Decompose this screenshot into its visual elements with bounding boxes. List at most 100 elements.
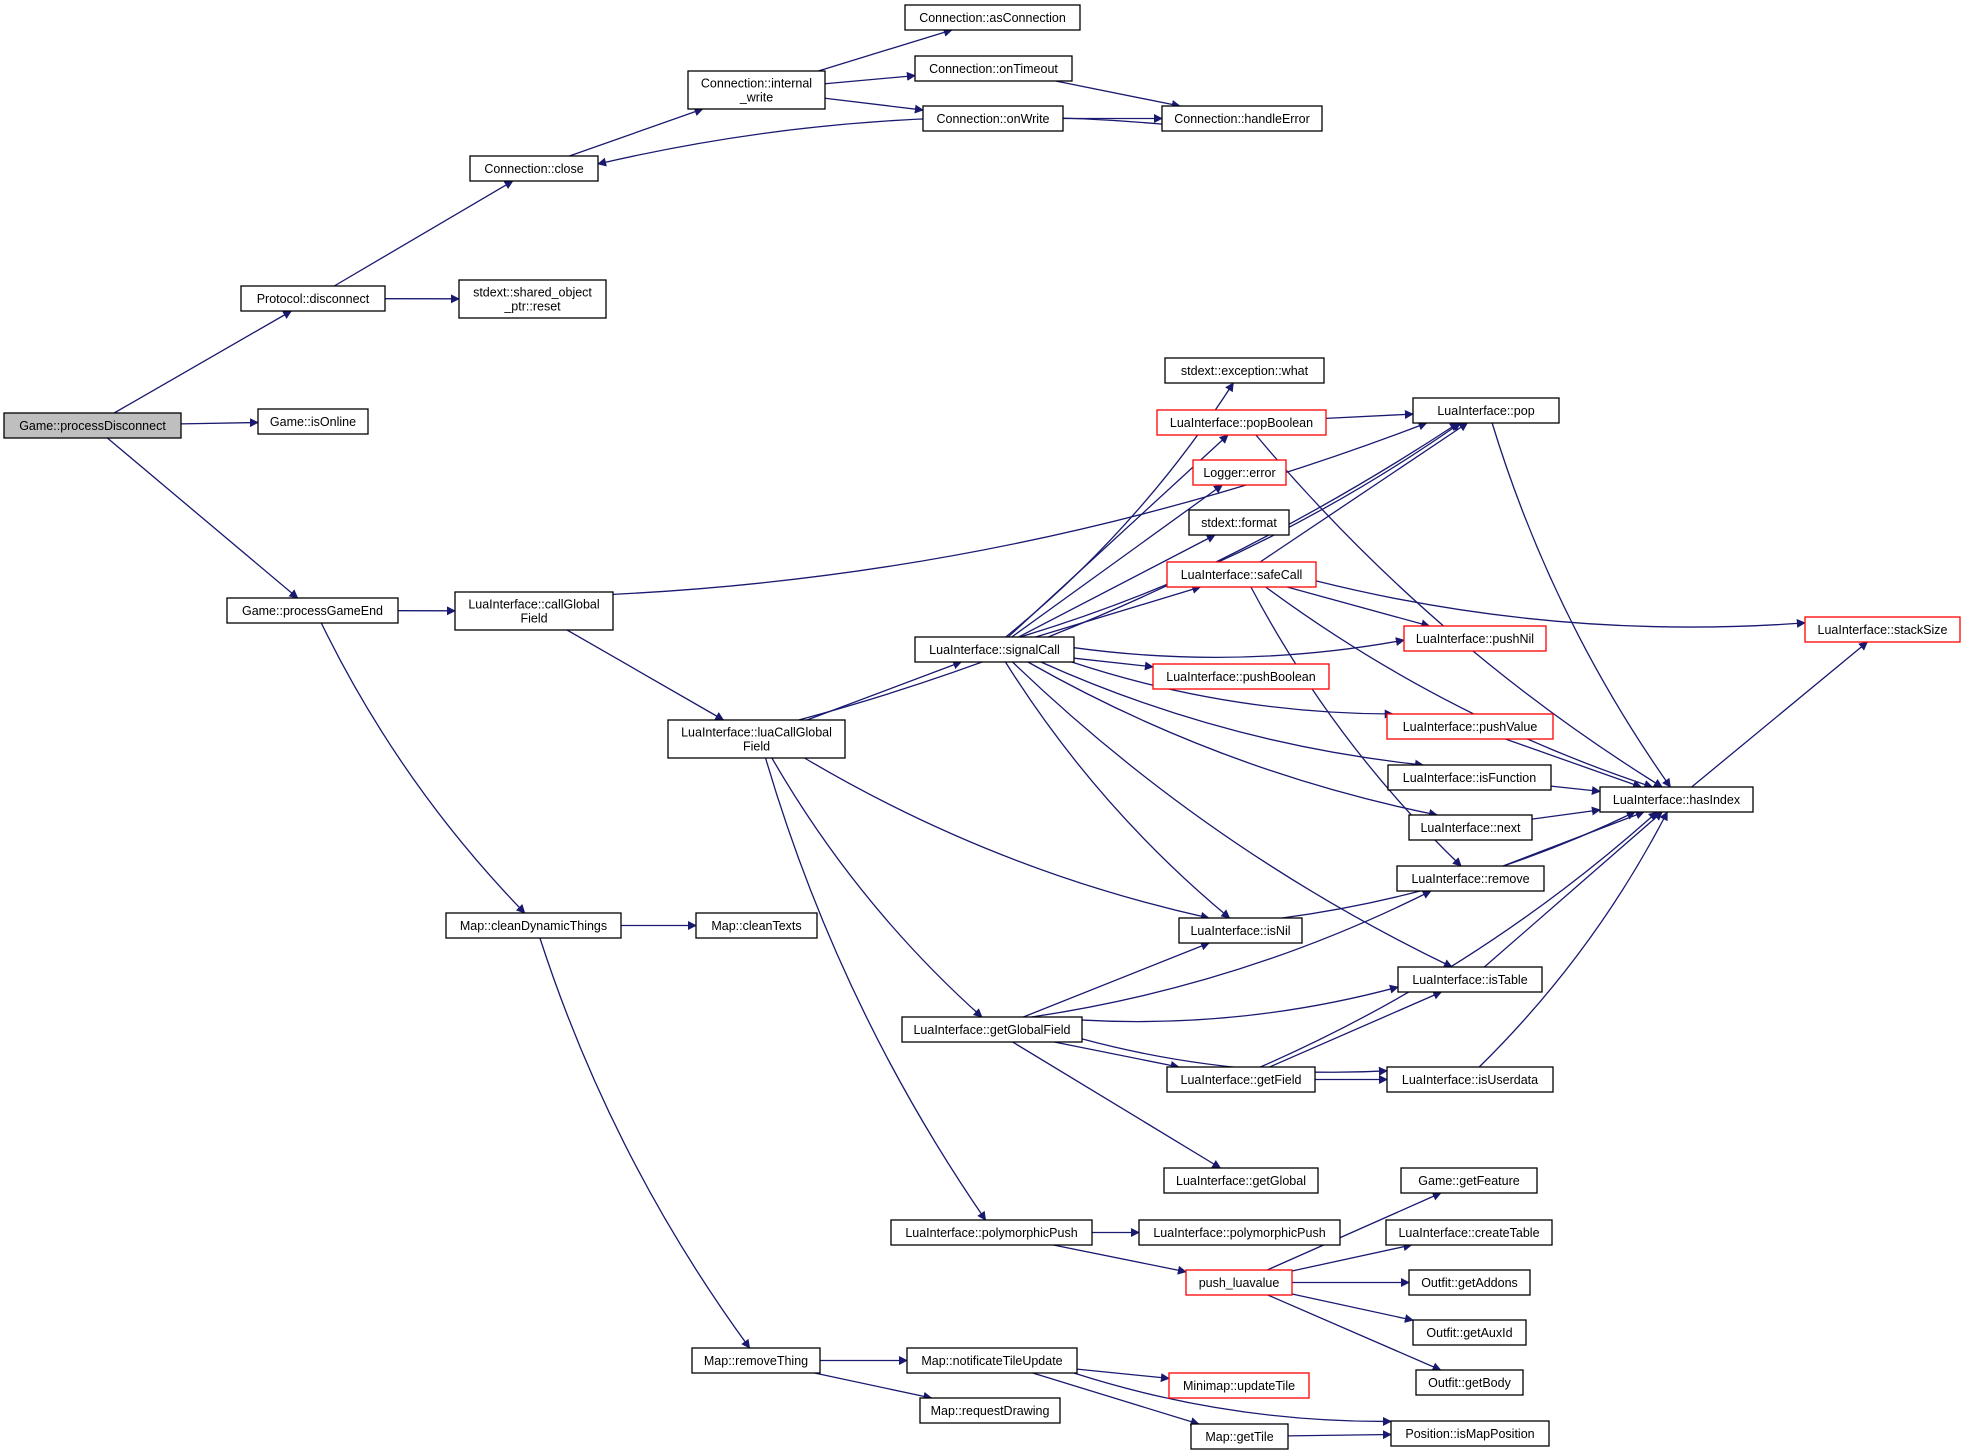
edge-push_luavalue-to-lua_createTable — [1291, 1242, 1413, 1272]
node-map-requestDrawing[interactable]: Map::requestDrawing — [919, 1397, 1061, 1424]
node-box — [454, 591, 614, 631]
node-connection-internal-write[interactable]: Connection::internal_write — [687, 70, 826, 110]
node-game-isOnline[interactable]: Game::isOnline — [257, 408, 369, 435]
node-connection-handleError[interactable]: Connection::handleError — [1161, 105, 1323, 132]
edge-lua_getField-to-lua_hasIndex — [1260, 811, 1658, 1068]
node-label: LuaInterface::callGlobal — [468, 598, 599, 612]
node-box — [695, 912, 818, 939]
node-label: LuaInterface::isFunction — [1403, 771, 1536, 785]
node-map-notificateTileUpdate[interactable]: Map::notificateTileUpdate — [906, 1347, 1078, 1374]
node-lua-safeCall[interactable]: LuaInterface::safeCall — [1166, 561, 1317, 588]
edge-game_processDisconnect-to-protocol_disconnect — [113, 310, 293, 414]
node-label: LuaInterface::createTable — [1398, 1226, 1539, 1240]
node-map-cleanTexts[interactable]: Map::cleanTexts — [695, 912, 818, 939]
edge-connection_close-to-connection_internal_write — [569, 107, 704, 157]
node-label: Minimap::updateTile — [1183, 1379, 1295, 1393]
node-label: Game::processDisconnect — [19, 419, 166, 433]
node-label: LuaInterface::signalCall — [929, 643, 1060, 657]
node-outfit-getAuxId[interactable]: Outfit::getAuxId — [1412, 1319, 1527, 1346]
node-box — [901, 1016, 1083, 1043]
node-label: Connection::handleError — [1174, 112, 1310, 126]
node-lua-pushNil[interactable]: LuaInterface::pushNil — [1403, 625, 1547, 652]
node-box — [1396, 865, 1545, 892]
node-lua-isFunction[interactable]: LuaInterface::isFunction — [1387, 764, 1552, 791]
edge-lua_next-to-lua_hasIndex — [1531, 806, 1601, 820]
edge-lua_callGlobalField-to-lua_luaCallGlobalField — [566, 629, 725, 721]
node-protocol-disconnect[interactable]: Protocol::disconnect — [240, 285, 386, 312]
node-outfit-getAddons[interactable]: Outfit::getAddons — [1408, 1269, 1531, 1296]
node-lua-hasIndex[interactable]: LuaInterface::hasIndex — [1599, 786, 1754, 813]
node-connection-asConnection[interactable]: Connection::asConnection — [904, 4, 1081, 31]
edge-map_getTile-to-position_isMapPosition — [1287, 1430, 1392, 1440]
node-label: Game::isOnline — [270, 415, 356, 429]
node-label: LuaInterface::luaCallGlobal — [681, 726, 832, 740]
node-box — [1397, 966, 1543, 993]
node-game-processGameEnd[interactable]: Game::processGameEnd — [226, 597, 399, 624]
edge-connection_internal_write-to-connection_onWrite — [824, 97, 924, 114]
node-minimap-updateTile[interactable]: Minimap::updateTile — [1168, 1372, 1310, 1399]
node-lua-isTable[interactable]: LuaInterface::isTable — [1397, 966, 1543, 993]
node-lua-signalCall[interactable]: LuaInterface::signalCall — [914, 636, 1075, 663]
node-push-luavalue[interactable]: push_luavalue — [1185, 1269, 1293, 1296]
node-lua-isNil[interactable]: LuaInterface::isNil — [1178, 917, 1303, 944]
node-label: Logger::error — [1203, 466, 1275, 480]
node-lua-remove[interactable]: LuaInterface::remove — [1396, 865, 1545, 892]
node-box — [3, 412, 182, 439]
node-map-getTile[interactable]: Map::getTile — [1190, 1423, 1289, 1450]
node-connection-close[interactable]: Connection::close — [469, 155, 599, 182]
node-outfit-getBody[interactable]: Outfit::getBody — [1415, 1369, 1524, 1396]
node-lua-pop[interactable]: LuaInterface::pop — [1412, 397, 1560, 424]
edge-lua_signalCall-to-lua_next — [1027, 661, 1438, 818]
node-box — [1390, 1420, 1550, 1447]
node-lua-createTable[interactable]: LuaInterface::createTable — [1385, 1219, 1553, 1246]
node-label: stdext::shared_object — [473, 286, 592, 300]
node-box — [906, 1347, 1078, 1374]
node-box — [1163, 1167, 1319, 1194]
node-stdext-exception-what[interactable]: stdext::exception::what — [1164, 357, 1325, 384]
node-label: LuaInterface::isUserdata — [1402, 1073, 1538, 1087]
node-game-getFeature[interactable]: Game::getFeature — [1400, 1167, 1538, 1194]
node-shared-object-reset[interactable]: stdext::shared_object_ptr::reset — [458, 279, 607, 319]
node-lua-getGlobal[interactable]: LuaInterface::getGlobal — [1163, 1167, 1319, 1194]
node-logger-error[interactable]: Logger::error — [1192, 459, 1287, 486]
edge-protocol_disconnect-to-connection_close — [333, 180, 514, 287]
node-lua-popBoolean[interactable]: LuaInterface::popBoolean — [1156, 409, 1327, 436]
node-label: Map::cleanTexts — [711, 919, 801, 933]
node-stdext-format[interactable]: stdext::format — [1188, 509, 1290, 536]
node-label: Map::notificateTileUpdate — [921, 1354, 1062, 1368]
node-game-processDisconnect[interactable]: Game::processDisconnect — [3, 412, 182, 439]
edge-lua_isUserdata-to-lua_hasIndex — [1478, 811, 1668, 1068]
node-connection-onTimeout[interactable]: Connection::onTimeout — [914, 55, 1073, 82]
node-lua-pushValue[interactable]: LuaInterface::pushValue — [1386, 713, 1554, 740]
node-map-removeThing[interactable]: Map::removeThing — [691, 1347, 821, 1374]
node-box — [257, 408, 369, 435]
node-lua-getField[interactable]: LuaInterface::getField — [1166, 1066, 1316, 1093]
node-label: LuaInterface::getGlobal — [1176, 1174, 1306, 1188]
node-label: LuaInterface::stackSize — [1818, 623, 1948, 637]
edge-game_processDisconnect-to-game_processGameEnd — [106, 437, 299, 599]
node-lua-stackSize[interactable]: LuaInterface::stackSize — [1804, 616, 1961, 643]
edge-lua_luaCallGlobalField-to-lua_pop — [798, 422, 1459, 721]
node-connection-onWrite[interactable]: Connection::onWrite — [922, 105, 1064, 132]
node-box — [458, 279, 607, 319]
node-lua-next[interactable]: LuaInterface::next — [1408, 814, 1533, 841]
edge-lua_getGlobalField-to-lua_isNil — [1023, 941, 1210, 1018]
node-lua-pushBoolean[interactable]: LuaInterface::pushBoolean — [1152, 663, 1330, 690]
node-lua-getGlobalField[interactable]: LuaInterface::getGlobalField — [901, 1016, 1083, 1043]
node-box — [240, 285, 386, 312]
node-label: Game::processGameEnd — [242, 604, 383, 618]
edge-lua_luaCallGlobalField-to-lua_polymorphicPush_a — [764, 757, 987, 1221]
node-box — [922, 105, 1064, 132]
node-label: LuaInterface::hasIndex — [1613, 793, 1741, 807]
node-lua-polymorphicPush-a[interactable]: LuaInterface::polymorphicPush — [890, 1219, 1093, 1246]
edge-lua_safeCall-to-lua_stackSize — [1315, 580, 1806, 628]
node-map-cleanDynamicThings[interactable]: Map::cleanDynamicThings — [445, 912, 622, 939]
node-lua-isUserdata[interactable]: LuaInterface::isUserdata — [1386, 1066, 1554, 1093]
edge-lua_safeCall-to-lua_pop — [1259, 422, 1469, 563]
node-label: LuaInterface::getField — [1181, 1073, 1302, 1087]
node-position-isMapPosition[interactable]: Position::isMapPosition — [1390, 1420, 1550, 1447]
node-lua-polymorphicPush-b[interactable]: LuaInterface::polymorphicPush — [1138, 1219, 1341, 1246]
